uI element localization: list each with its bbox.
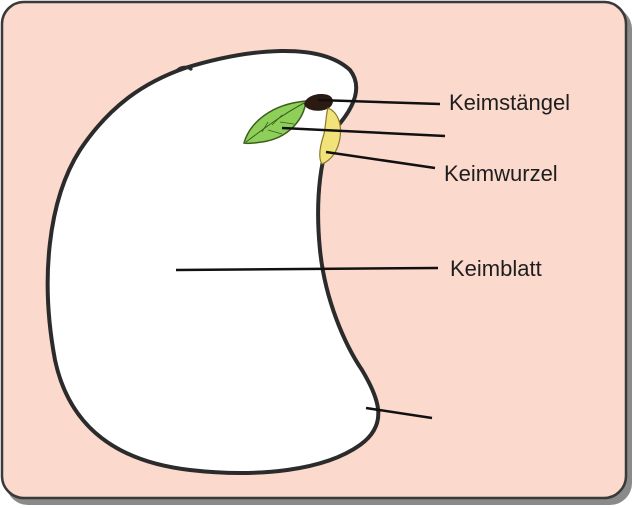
label-keimblatt: Keimblatt <box>450 258 542 280</box>
label-keimwurzel: Keimwurzel <box>444 163 558 185</box>
label-keimstaengel: Keimstängel <box>449 92 570 114</box>
